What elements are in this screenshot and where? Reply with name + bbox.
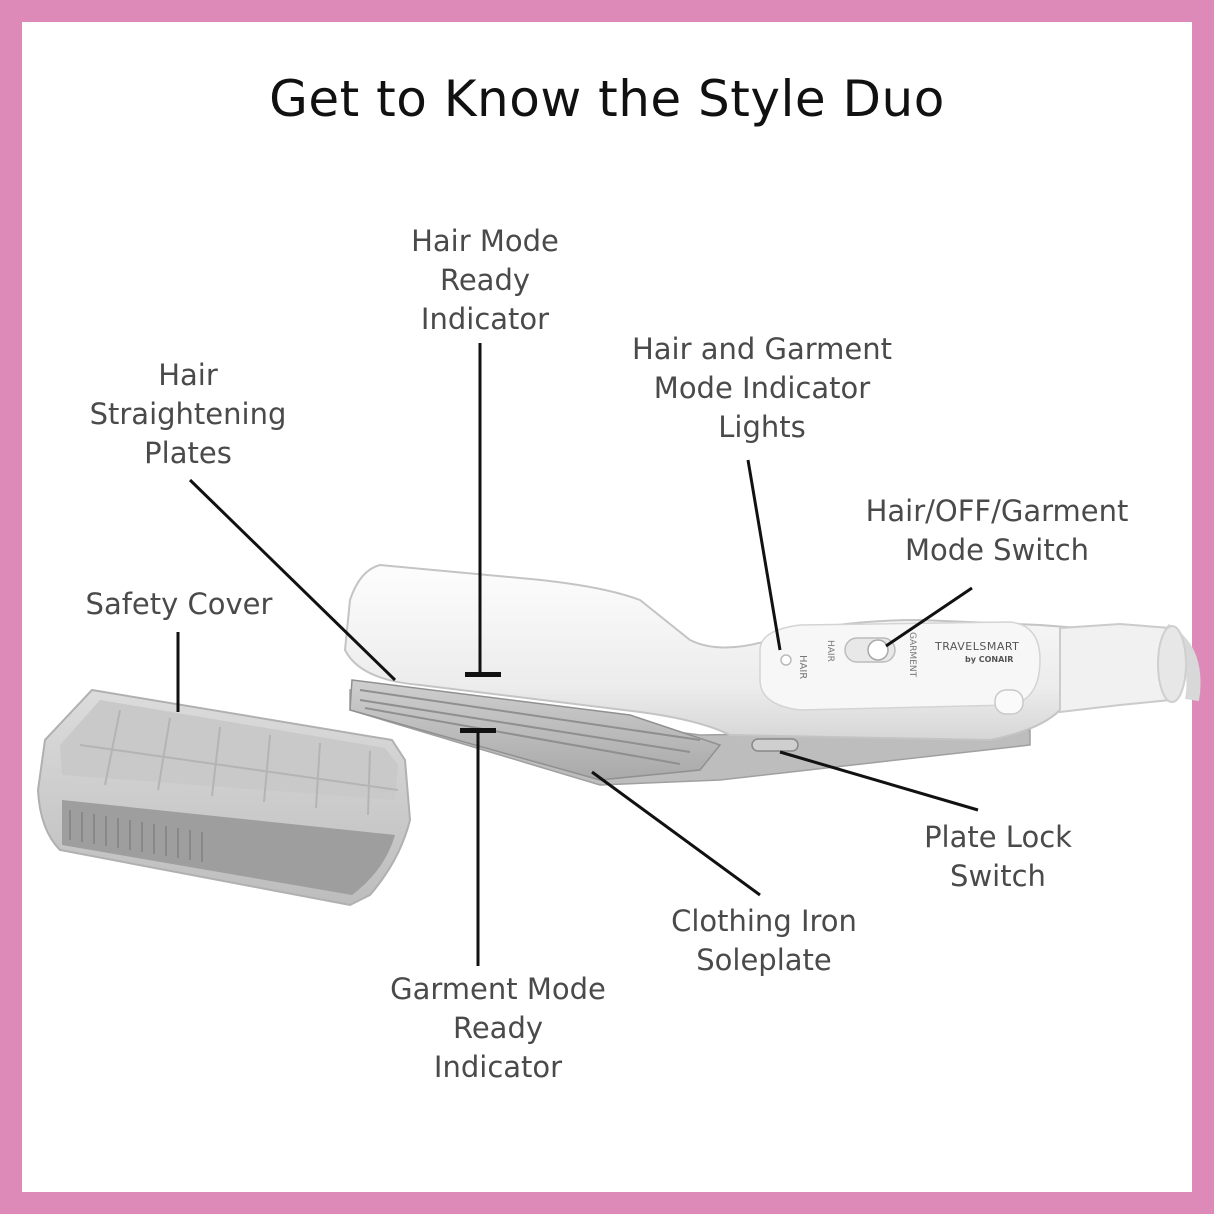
callout-soleplate [591,770,761,897]
callout-mode-switch [885,586,973,648]
mode-switch-knob [867,639,889,661]
label-hair-garment-lights: Hair and Garment Mode Indicator Lights [631,332,893,444]
callout-plate-lock [779,750,979,812]
switch-marking-garment: GARMENT [907,632,917,678]
label-hair-straightening-plates: Hair Straightening Plates [89,358,287,470]
hair-ready-indicator-mark [465,672,501,677]
power-button [994,689,1024,715]
brand-name: TRAVELSMART [934,640,1019,653]
plate-lock-slider [751,738,799,752]
callout-lines [176,343,979,966]
label-safety-cover: Safety Cover [85,587,273,621]
switch-marking-hair: HAIR [797,655,808,679]
label-plate-lock-switch: Plate Lock Switch [924,820,1072,893]
safety-cover [36,688,412,907]
brand-by: by CONAIR [965,655,1013,664]
label-clothing-iron-soleplate: Clothing Iron Soleplate [671,904,857,977]
label-hair-mode-ready: Hair Mode Ready Indicator [411,224,559,336]
callout-hair-plates [188,478,397,682]
callout-indicator-lights [746,459,782,651]
style-duo-iron: HAIR HAIR GARMENT TRAVELSMART by CONAIR [343,563,1201,786]
label-mode-switch: Hair/OFF/Garment Mode Switch [865,494,1129,567]
label-garment-mode-ready: Garment Mode Ready Indicator [390,972,606,1084]
page-title: Get to Know the Style Duo [269,70,945,128]
switch-marking-hair-2: HAIR [825,640,835,662]
